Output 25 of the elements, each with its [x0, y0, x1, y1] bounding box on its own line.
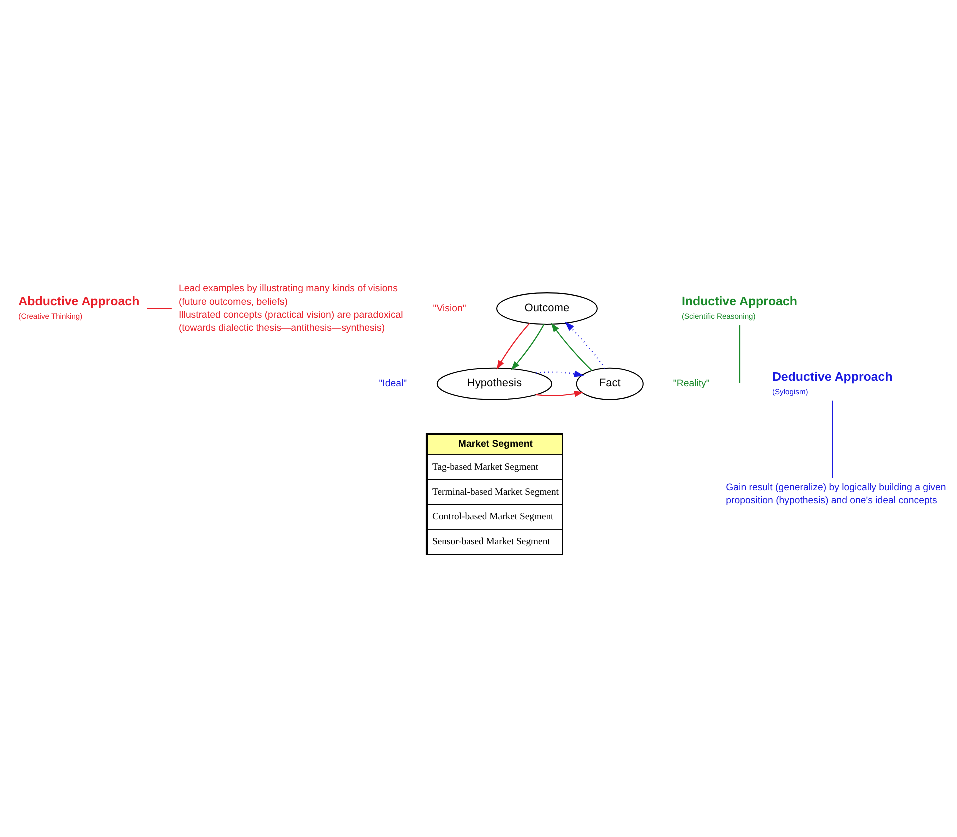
connector — [832, 400, 833, 478]
arrow — [496, 322, 530, 370]
node-ellipse: Fact — [576, 367, 644, 400]
node-label: "Reality" — [672, 378, 710, 390]
label: Sensor-based Market Segment — [432, 536, 550, 548]
node-text: Deductive Approach (Sylogism) — [772, 369, 892, 396]
node-text: Lead examples by illustrating many kinds of visions (future outcomes, beliefs) Illustrated concepts (practical vision) are paradoxical (towards dialectic thesis—antithesis—synthesis) — [178, 283, 403, 334]
label: Control-based Market Segment — [432, 511, 554, 522]
node-ellipse: Hypothesis — [436, 367, 552, 400]
node-text: Abductive Approach (Creative Thinking) — [18, 294, 140, 321]
label: Market Segment — [458, 438, 533, 450]
connector — [738, 325, 740, 383]
node-label: "Ideal" — [378, 378, 407, 390]
node-label: "Vision" — [432, 302, 466, 314]
connector — [146, 308, 172, 309]
arrow — [564, 321, 606, 368]
label: Terminal-based Market Segment — [432, 486, 558, 498]
arrow — [550, 322, 592, 371]
arrow — [536, 370, 584, 377]
label: Tag-based Market Segment — [432, 461, 538, 472]
node-ellipse: Outcome — [496, 292, 598, 325]
arrow — [536, 390, 584, 397]
node-text: Inductive Approach (Scientific Reasoning) — [681, 294, 797, 321]
node-text: Gain result (generalize) by logically building a given proposition (hypothesis) and one's ideal concepts — [726, 482, 946, 506]
arrow — [510, 324, 544, 370]
